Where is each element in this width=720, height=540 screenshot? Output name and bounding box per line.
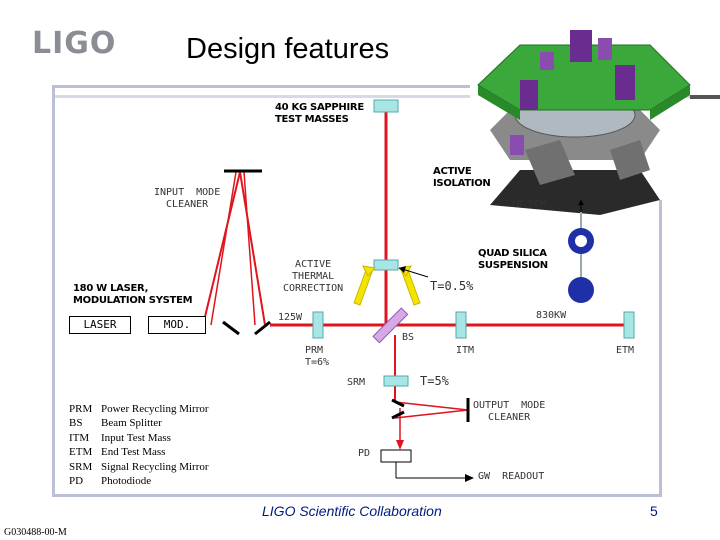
ligo-logo: LIGO: [32, 26, 117, 61]
etm-label: ETM: [616, 345, 635, 356]
photodiode: [380, 449, 412, 463]
itm-label: ITM: [456, 345, 475, 356]
itm-y-mirror: [373, 259, 399, 271]
active-isolation-render: [470, 18, 720, 215]
page-number: 5: [650, 503, 658, 519]
dimension-arrow-icon: [578, 200, 584, 212]
etm-x-mirror: [623, 311, 635, 339]
gw-readout-label: GW READOUT: [478, 471, 545, 482]
t-half-label: T=0.5%: [430, 279, 474, 293]
omc-mirror-2: [391, 410, 405, 420]
bs-label: BS: [402, 332, 415, 343]
prm-label: PRM T=6%: [305, 345, 330, 368]
itm-x-mirror: [455, 311, 467, 339]
header-rule: [52, 95, 720, 98]
beam-splitter: [372, 307, 409, 344]
mod-box: MOD.: [148, 316, 206, 334]
power-125w-label: 125W: [278, 312, 303, 323]
diagram-frame: [52, 85, 662, 497]
pd-arrow-icon: [396, 440, 404, 450]
quad-suspension-label: QUAD SILICA SUSPENSION: [478, 248, 548, 271]
imc-left-mirror: [222, 320, 240, 336]
footer-collaboration: LIGO Scientific Collaboration: [262, 503, 442, 519]
srm-mirror: [383, 375, 409, 387]
omc-mirror-1: [391, 398, 405, 408]
dimension-label: 28.5CM: [510, 199, 547, 210]
output-mode-cleaner-label: OUTPUT MODE CLEANER: [473, 400, 546, 423]
etm-y-mirror: [373, 99, 399, 113]
active-isolation-label: ACTIVE ISOLATION: [433, 166, 491, 189]
document-id: G030488-00-M: [4, 527, 67, 538]
slide-title: Design features: [186, 33, 390, 65]
imc-right-mirror: [254, 320, 271, 336]
input-mode-cleaner-label: INPUT MODE CLEANER: [154, 187, 221, 210]
quad-suspension-graphic: [568, 212, 594, 303]
active-thermal-label: ACTIVE THERMAL CORRECTION: [283, 259, 344, 294]
gw-readout-arrow-icon: [465, 474, 474, 482]
pd-label: PD: [358, 448, 371, 459]
laser-box: LASER: [69, 316, 131, 334]
power-830kw-label: 830KW: [536, 310, 567, 321]
srm-label: SRM: [347, 377, 366, 388]
t-five-label: T=5%: [420, 374, 449, 388]
t-half-arrowhead-icon: [399, 266, 406, 273]
laser-system-label: 180 W LASER, MODULATION SYSTEM: [73, 283, 193, 306]
prm-mirror: [312, 311, 324, 339]
thermal-correction-arrows-icon: [353, 265, 421, 306]
test-masses-label: 40 KG SAPPHIRE TEST MASSES: [275, 102, 364, 125]
